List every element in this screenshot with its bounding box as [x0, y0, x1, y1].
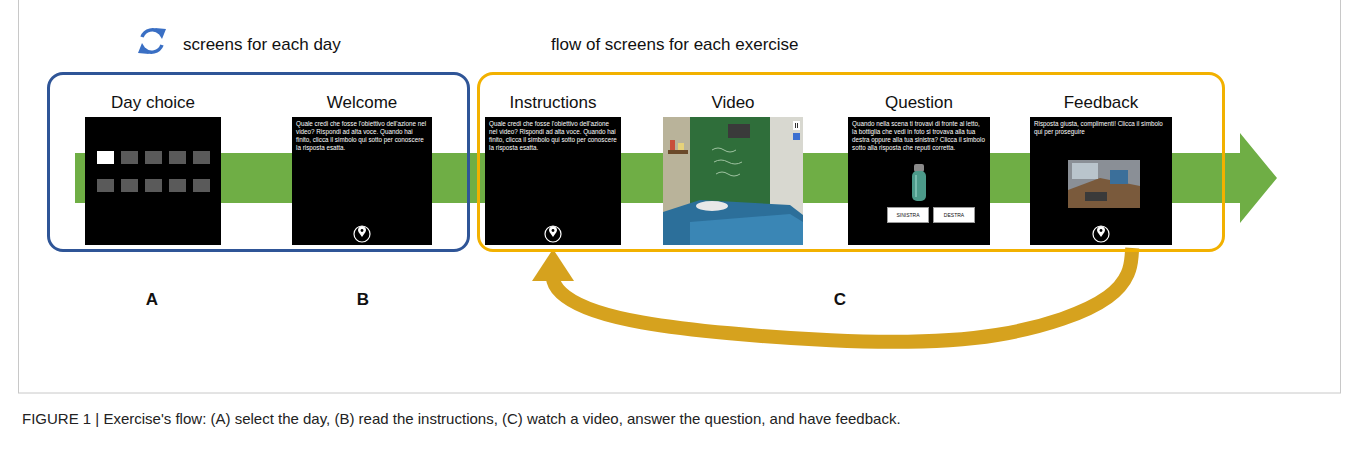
day-choice-screen — [121, 151, 138, 164]
video-screen — [728, 124, 750, 138]
feedback-screen — [1100, 229, 1103, 232]
feedback-screen — [1030, 117, 1172, 245]
arrow-head — [532, 249, 574, 281]
repeat-icon — [155, 28, 166, 39]
feedback-screen — [1068, 178, 1140, 208]
welcome-screen — [354, 226, 370, 242]
instructions-screen — [485, 117, 621, 245]
repeat-icon — [138, 43, 149, 54]
instructions-screen — [545, 226, 561, 242]
video-screen — [795, 123, 796, 128]
body-text: Risposta giusta, complimenti! Clicca il … — [1034, 120, 1168, 136]
panel-letter: C — [834, 290, 846, 310]
body-text: Quando nella scena ti trovavi di fronte … — [852, 120, 986, 151]
question-screen — [915, 175, 917, 197]
day-choice-screen — [193, 151, 210, 164]
loop-arrow — [532, 248, 1132, 342]
feedback-screen — [1085, 192, 1107, 201]
btn-text: SINISTRA — [888, 208, 928, 222]
video-screen — [797, 123, 798, 128]
video-screen — [696, 201, 728, 211]
feedback-screen — [1068, 160, 1140, 208]
figure-caption: FIGURE 1 | Exercise's flow: (A) select t… — [22, 409, 1338, 428]
title-text: Instructions — [485, 92, 621, 117]
day-choice-screen — [169, 151, 186, 164]
feedback-screen — [1110, 170, 1128, 184]
video-screen — [770, 117, 803, 217]
feedback-screen — [1072, 163, 1098, 179]
group-box: screens for each dayDay choiceWelcomeQua… — [47, 72, 470, 252]
title-text: Day choice — [85, 92, 221, 117]
title-text: Video — [663, 92, 803, 117]
video-screen — [663, 117, 803, 245]
panel-letter: A — [146, 290, 158, 310]
video-screen — [690, 214, 803, 245]
welcome-screen — [292, 117, 432, 245]
video-screen — [793, 133, 800, 140]
group-box: flow of screens for each exerciseInstruc… — [477, 72, 1225, 252]
instructions-screen — [552, 229, 555, 232]
video-screen — [670, 140, 675, 150]
day-choice-screen — [121, 179, 138, 192]
body-text: Quale credi che fosse l'obiettivo dell'a… — [296, 120, 428, 151]
question-screen — [848, 117, 990, 245]
question-screen — [848, 117, 990, 245]
screen-box: QuestionQuando nella scena ti trovavi di… — [848, 92, 990, 245]
video-screen — [663, 117, 803, 245]
video-screen — [793, 121, 800, 130]
video-screen — [668, 150, 688, 154]
body-text: Quale credi che fosse l'obiettivo dell'a… — [489, 120, 617, 151]
welcome-screen — [358, 226, 366, 237]
screen-box: WelcomeQuale credi che fosse l'obiettivo… — [292, 92, 432, 245]
question-screen — [914, 164, 924, 172]
title-text: Question — [848, 92, 990, 117]
feedback-screen — [1093, 226, 1109, 242]
instructions-screen — [485, 117, 621, 245]
video-screen — [678, 143, 684, 150]
instructions-screen — [549, 226, 557, 237]
feedback-screen — [1030, 117, 1172, 245]
day-choice-screen — [193, 179, 210, 192]
title-text: Feedback — [1030, 92, 1172, 117]
question-screen — [912, 171, 926, 201]
screen-box: InstructionsQuale credi che fosse l'obie… — [485, 92, 621, 245]
feedback-screen — [1097, 226, 1105, 237]
repeat-icon — [138, 28, 166, 54]
welcome-screen — [292, 117, 432, 245]
heading-text: flow of screens for each exercise — [551, 35, 799, 55]
btn-text: DESTRA — [934, 208, 974, 222]
video-screen — [663, 200, 803, 245]
loop-arrow-line — [553, 248, 1132, 342]
instructions-screen — [545, 226, 561, 242]
screen-box: FeedbackRisposta giusta, complimenti! Cl… — [1030, 92, 1172, 245]
video-screen — [663, 117, 803, 245]
title-text: Welcome — [292, 92, 432, 117]
day-choice-screen — [145, 151, 162, 164]
video-screen — [712, 148, 742, 176]
screen-box: Video — [663, 92, 803, 245]
panel-letter: B — [357, 290, 369, 310]
welcome-screen — [361, 229, 364, 232]
day-choice-screen — [169, 179, 186, 192]
day-choice-screen — [97, 179, 114, 192]
feedback-screen — [1068, 160, 1140, 208]
welcome-screen — [354, 226, 370, 242]
heading-text: screens for each day — [183, 35, 341, 55]
screen-box: Day choice — [85, 92, 221, 245]
day-choice-screen — [97, 151, 114, 164]
figure-frame — [19, 0, 1341, 393]
day-choice-screen — [145, 179, 162, 192]
answer-button: DESTRA — [933, 207, 975, 223]
day-choice-screen — [85, 117, 221, 245]
feedback-screen — [1093, 226, 1109, 242]
answer-button: SINISTRA — [887, 207, 929, 223]
day-choice-screen — [85, 117, 221, 245]
